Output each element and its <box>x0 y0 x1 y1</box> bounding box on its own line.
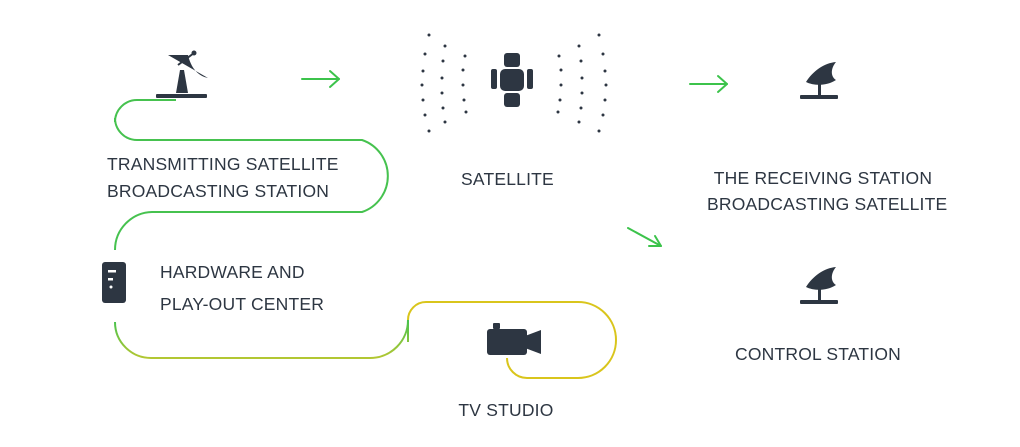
green-link-path <box>114 99 389 251</box>
green-yellow-link-path <box>114 319 409 359</box>
arrow-right-icon <box>689 75 728 93</box>
receiving-station-label-line1: THE RECEIVING STATION <box>713 168 933 188</box>
satellite-dish-icon <box>800 267 838 304</box>
server-icon <box>102 262 126 303</box>
satellite-dish-icon <box>156 50 208 98</box>
transmitting-station-label-line2: BROADCASTING STATION <box>107 181 330 201</box>
control-station-label: CONTROL STATION <box>734 344 901 364</box>
satellite-label: SATELLITE <box>461 169 554 189</box>
transmitting-station-label-line1: TRANSMITTING SATELLITE <box>107 154 339 174</box>
arrow-right-icon <box>301 70 340 88</box>
receiving-station-label-line2: BROADCASTING SATELLITE <box>707 194 948 214</box>
satellite-signal-waves <box>420 33 608 133</box>
satellite-icon <box>491 53 533 107</box>
video-camera-icon <box>487 323 541 355</box>
hardware-label-line2: PLAY-OUT CENTER <box>160 294 325 314</box>
hardware-label-line1: HARDWARE AND <box>160 262 305 282</box>
yellow-link-path <box>407 301 617 379</box>
arrow-diagonal-icon <box>627 227 662 247</box>
tv-studio-label: TV STUDIO <box>458 400 554 420</box>
satellite-dish-icon <box>800 62 838 99</box>
